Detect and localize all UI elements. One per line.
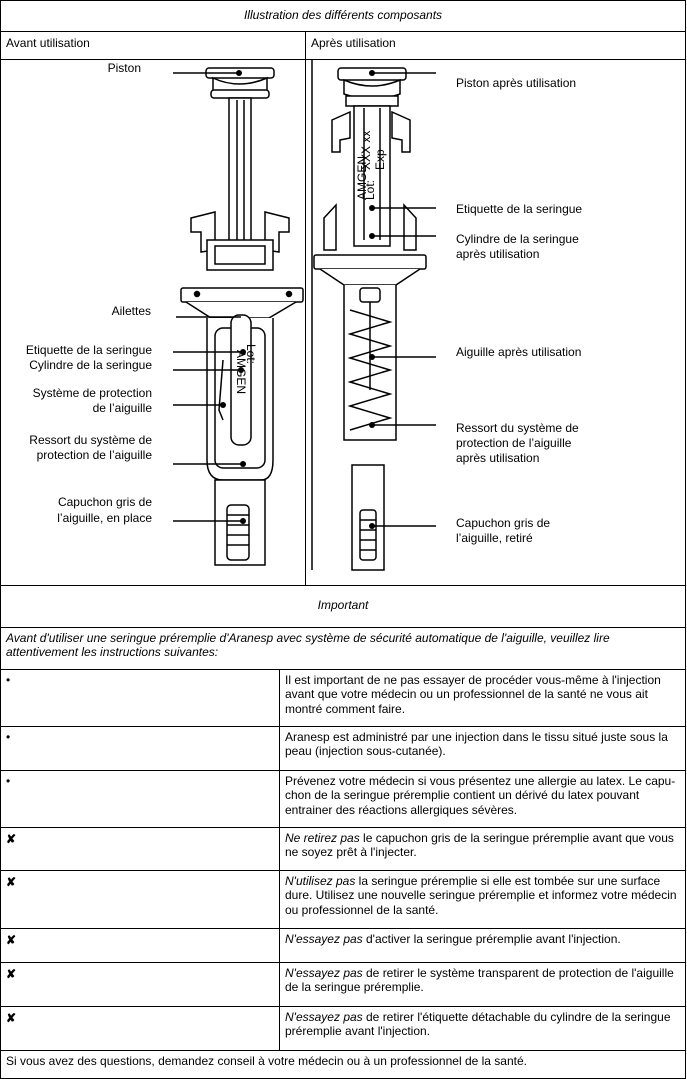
- row-text: Il est important de ne pas essayer de pr…: [278, 668, 687, 727]
- row-text: N'essayez pas de retirer l'étiquette dét…: [278, 1005, 687, 1051]
- syringe-after-diagram: AMGEN Lot: Exp XXX xx: [311, 60, 582, 571]
- label-cylindre: Cylindre de la seringue: [29, 358, 152, 372]
- label-capuchon-after-1: Capuchon gris de: [456, 516, 550, 530]
- syringe-before-diagram: AMGEN Lot:: [26, 61, 304, 566]
- label-ressort-after-2: protection de l’aiguille: [456, 436, 572, 450]
- row-text: N'essayez pas de retirer le système tran…: [278, 961, 687, 1007]
- row-text: N'utilisez pas la seringue préremplie si…: [278, 869, 687, 929]
- label-capuchon-after-2: l’aiguille, retiré: [456, 531, 533, 545]
- label-capuchon-2: l’aiguille, en place: [57, 511, 152, 525]
- row-marker: •: [0, 725, 280, 771]
- label-ressort-1: Ressort du système de: [29, 433, 152, 447]
- components-table: Illustration des différents composants A…: [0, 0, 687, 586]
- after-heading: Après utilisation: [304, 31, 687, 60]
- label-ailettes: Ailettes: [112, 304, 151, 318]
- syringe-lot-label: Lot:: [244, 344, 258, 364]
- row-marker-x-icon: ✘: [0, 961, 280, 1007]
- important-intro: Avant d'utiliser une seringue préremplie…: [0, 626, 687, 670]
- syringe-brand-label-after: AMGEN: [355, 156, 369, 200]
- row-text: Ne retirez pas le capuchon gris de la se…: [278, 826, 687, 871]
- label-ressort-after-1: Ressort du système de: [456, 421, 579, 435]
- label-etiquette-after: Etiquette de la seringue: [456, 202, 582, 216]
- row-marker: •: [0, 668, 280, 727]
- label-ressort-after-3: après utilisation: [456, 451, 539, 465]
- important-title: Important: [0, 584, 687, 628]
- before-figure-cell: AMGEN Lot:: [0, 59, 306, 586]
- before-heading: Avant utilisation: [0, 31, 306, 60]
- label-systeme-2: de l’aiguille: [93, 401, 153, 415]
- label-piston-after: Piston après utilisation: [456, 76, 576, 90]
- label-capuchon-1: Capuchon gris de: [58, 495, 152, 509]
- row-marker-x-icon: ✘: [0, 869, 280, 929]
- syringe-exp-label-after: Exp: [373, 149, 387, 170]
- label-cylindre-after-2: après utilisation: [456, 247, 539, 261]
- after-figure-cell: AMGEN Lot: Exp XXX xx: [304, 59, 687, 586]
- important-table: Important Avant d'utiliser une seringue …: [0, 584, 687, 1079]
- row-text: N'essayez pas d'activer la seringue prér…: [278, 927, 687, 963]
- important-footer: Si vous avez des questions, demandez con…: [0, 1049, 687, 1079]
- label-ressort-2: protection de l’aiguille: [37, 448, 153, 462]
- row-marker-x-icon: ✘: [0, 826, 280, 871]
- label-cylindre-after-1: Cylindre de la seringue: [456, 232, 579, 246]
- row-marker-x-icon: ✘: [0, 1005, 280, 1051]
- row-marker-x-icon: ✘: [0, 927, 280, 963]
- label-aiguille-after: Aiguille après utilisation: [456, 345, 581, 359]
- label-systeme-1: Système de protection: [33, 386, 152, 400]
- figure-title: Illustration des différents composants: [0, 0, 687, 32]
- row-marker: •: [0, 769, 280, 828]
- syringe-code-label-after: XXX xx: [359, 131, 373, 170]
- row-text: Aranesp est administré par une injection…: [278, 725, 687, 771]
- row-text: Prévenez votre médecin si vous présentez…: [278, 769, 687, 828]
- syringe-lot-label-after: Lot:: [363, 180, 377, 200]
- label-etiquette: Etiquette de la seringue: [26, 343, 152, 357]
- label-piston: Piston: [108, 61, 141, 75]
